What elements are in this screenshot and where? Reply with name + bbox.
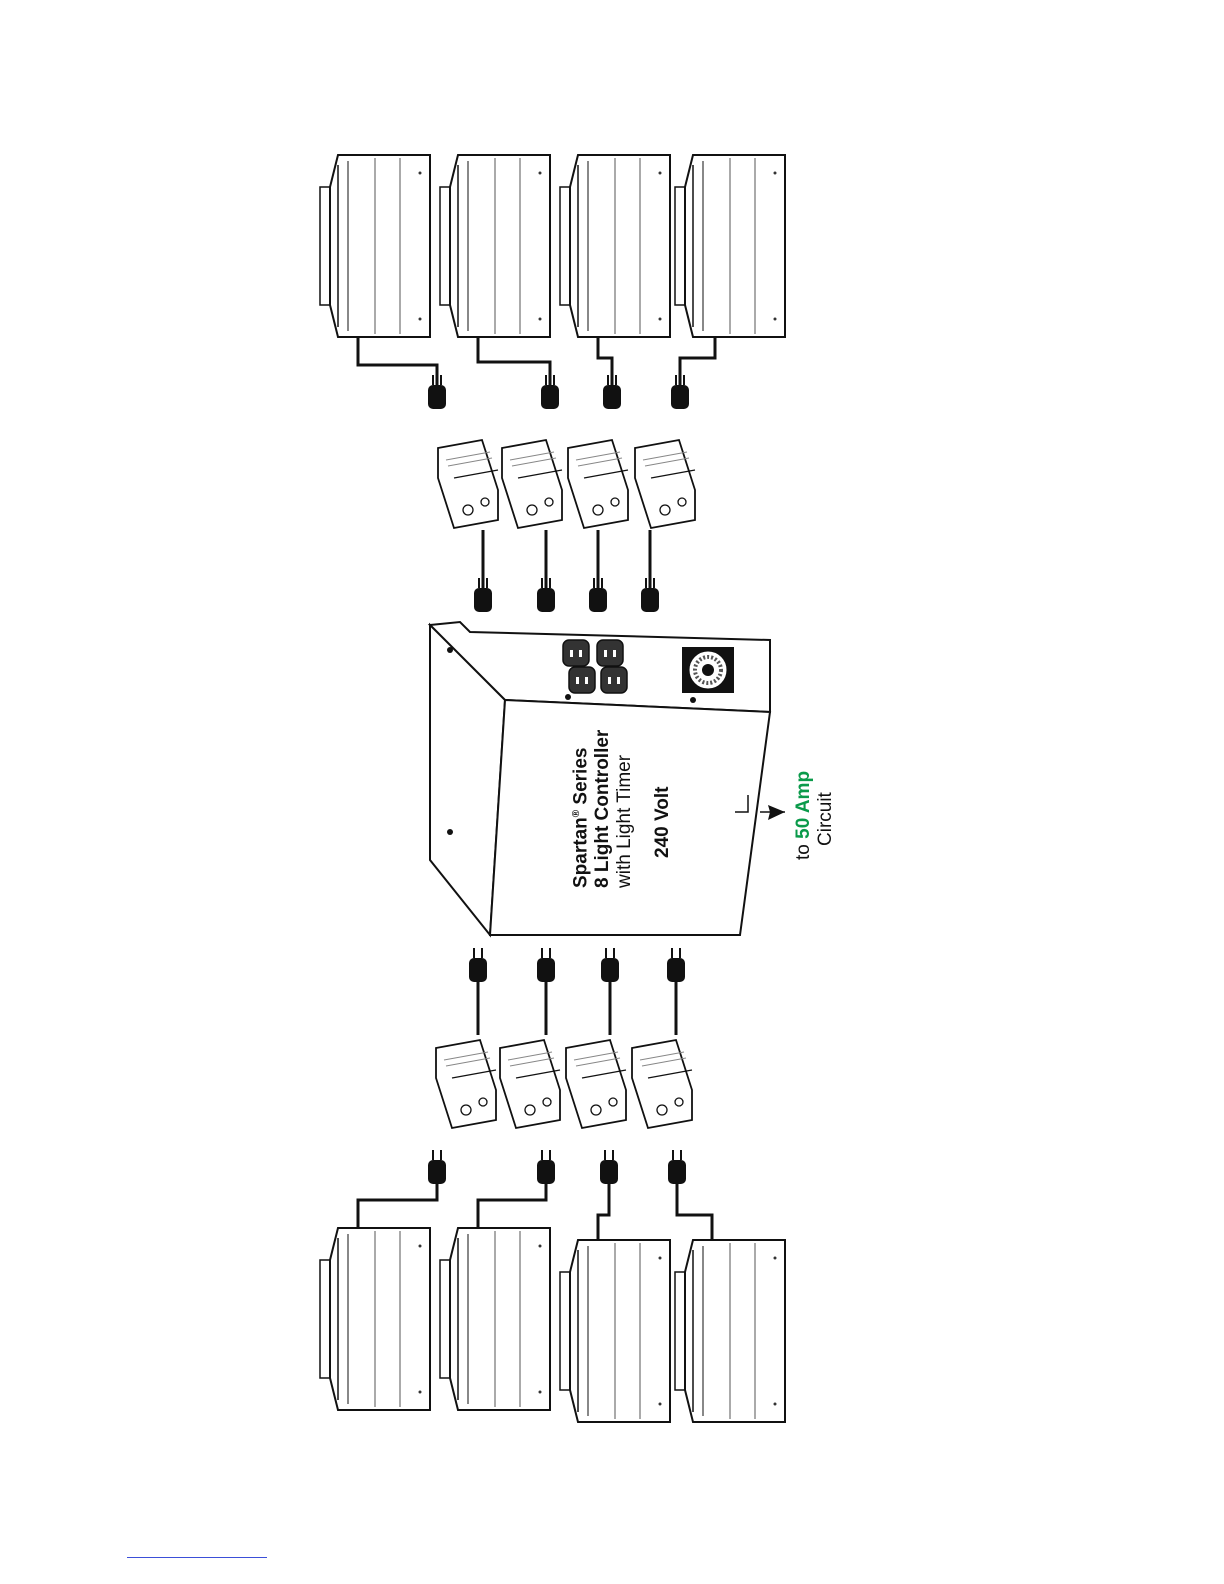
plug-icon: [428, 1150, 446, 1184]
ballast-icon: [500, 1040, 560, 1128]
reflector-icon: [675, 155, 785, 337]
plug-icon: [537, 948, 555, 982]
ballast-icon: [632, 1040, 692, 1128]
cord: [478, 337, 550, 385]
reflector-icon: [320, 155, 430, 337]
controller-feature: with Light Timer: [614, 730, 636, 888]
circuit-label: to 50 Amp Circuit: [793, 771, 837, 860]
plug-icon: [668, 1150, 686, 1184]
plug-icon: [601, 948, 619, 982]
controller-label: Spartan® Series 8 Light Controller with …: [566, 730, 636, 888]
plug-icon: [600, 1150, 618, 1184]
outlet-icon: [563, 640, 589, 666]
ballast-icon: [566, 1040, 626, 1128]
reflector-icon: [560, 155, 670, 337]
reflector-icon: [320, 1228, 430, 1410]
outlet-icon: [569, 667, 595, 693]
reflector-icon: [560, 1240, 670, 1422]
ballast-icon: [438, 440, 498, 528]
outlet-icon: [597, 640, 623, 666]
reflector-icon: [440, 1228, 550, 1410]
ballast-icon: [568, 440, 628, 528]
controller-model: 8 Light Controller: [592, 730, 614, 888]
footer-rule: [127, 1557, 267, 1558]
amp-rating: 50 Amp: [793, 771, 814, 839]
plug-icon: [537, 1150, 555, 1184]
reflector-icon: [675, 1240, 785, 1422]
upper-group: [320, 155, 785, 612]
plug-icon: [667, 948, 685, 982]
reflector-icon: [440, 155, 550, 337]
voltage-label: 240 Volt: [652, 787, 674, 858]
arrow-icon: [768, 805, 785, 820]
ballast-icon: [436, 1040, 496, 1128]
timer-dial-icon: [682, 647, 734, 693]
cord: [598, 337, 612, 385]
ballast-icon: [635, 440, 695, 528]
outlet-icon: [601, 667, 627, 693]
lower-group: [320, 948, 785, 1422]
cord: [680, 337, 715, 385]
cord: [358, 337, 437, 385]
ballast-icon: [502, 440, 562, 528]
plug-icon: [469, 948, 487, 982]
controller-title: Spartan® Series: [566, 730, 592, 888]
